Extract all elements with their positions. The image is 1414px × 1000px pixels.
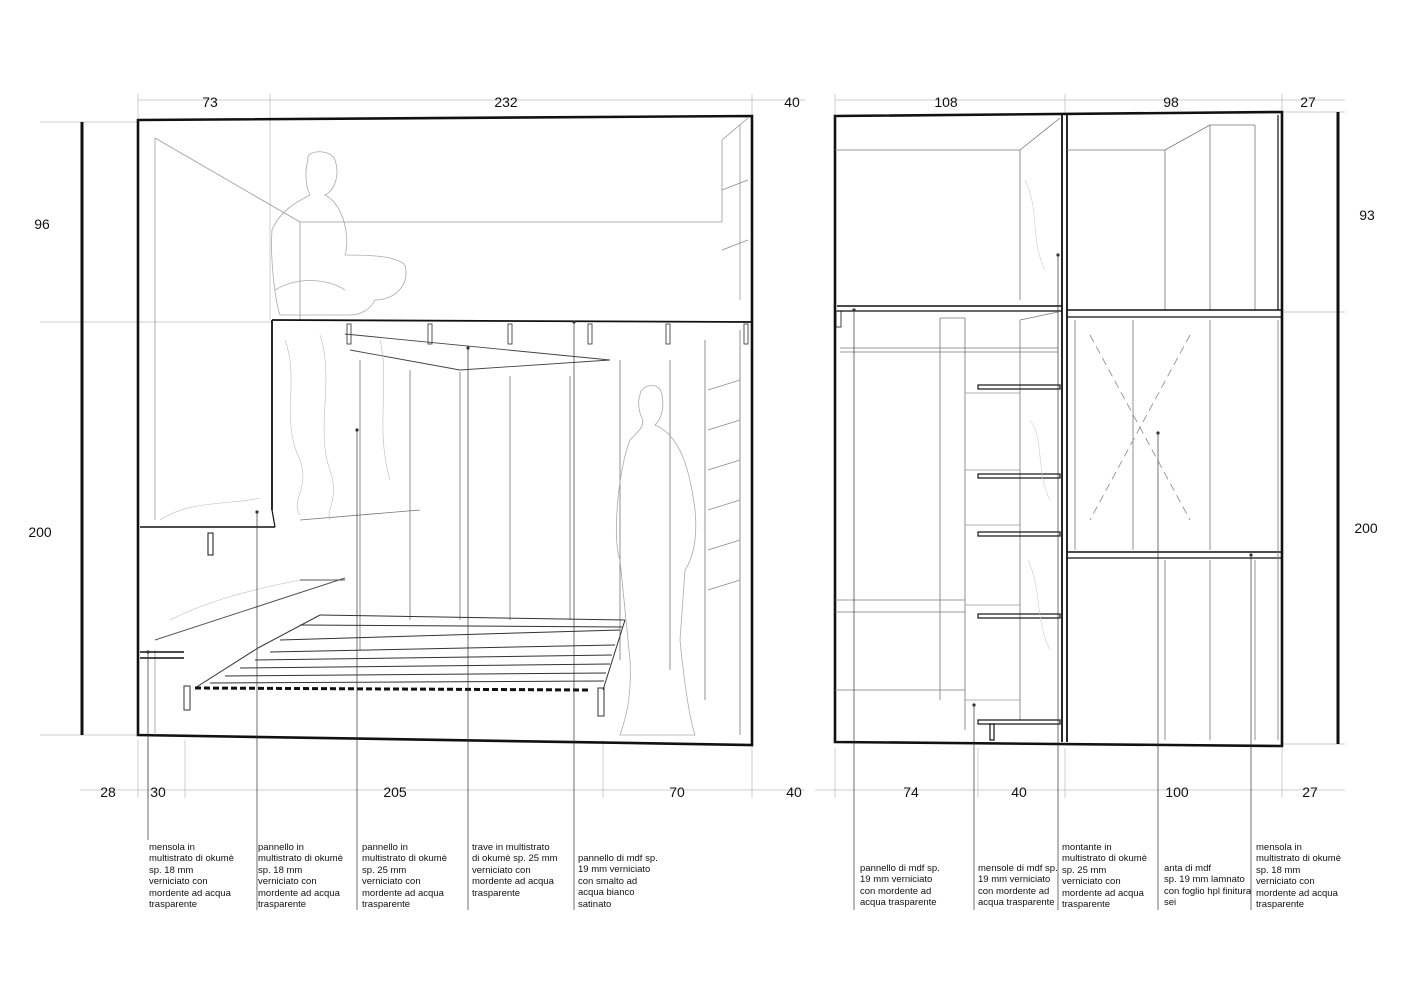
right-leader-dots [852,253,1253,707]
left-elevation [40,94,805,910]
bed-frame [183,614,626,717]
left-room-perspective [154,117,749,735]
dim-bottom-28: 28 [100,784,116,800]
dim-bottom-74: 74 [903,784,919,800]
dim-side-96: 96 [34,216,50,232]
dim-bottom-205: 205 [383,784,407,800]
right-wood-grain [1024,179,1051,651]
wardrobe-shelves [977,384,1061,741]
dim-top-232: 232 [494,94,518,110]
dim-top-27: 27 [1300,94,1316,110]
door-diagonals [1089,334,1191,521]
loft-beams [344,323,749,371]
loft-slab [140,319,753,528]
right-elevation [815,94,1345,910]
note-pannello-mdf-bianco: pannello di mdf sp. 19 mm verniciato con… [578,853,658,910]
dim-bottom-30: 30 [150,784,166,800]
note-mensola-right: mensola in multistrato di okumè sp. 18 m… [1256,842,1342,911]
standing-figure [615,385,697,736]
note-trave: trave in multistrato di okumè sp. 25 mm … [472,842,558,899]
dim-bottom-100: 100 [1165,784,1189,800]
dim-side-93: 93 [1359,207,1375,223]
left-compartment [835,117,1062,730]
dim-bottom-70: 70 [669,784,685,800]
left-dimension-lines [40,94,805,798]
dim-top-40: 40 [784,94,800,110]
dim-side-200: 200 [28,524,52,540]
left-leader-lines [147,322,575,910]
left-shelf-column [707,179,749,591]
dim-top-108: 108 [934,94,958,110]
center-upright [1061,115,1068,742]
left-dimension-labels: 73 232 40 96 200 28 30 205 70 40 [28,94,802,800]
right-outer-frame [833,110,1284,748]
note-mensole-mdf: mensole di mdf sp. 19 mm verniciato con … [978,863,1058,909]
note-mensola-left: mensola in multistrato di okumè sp. 18 m… [149,842,235,911]
dim-side-200-right: 200 [1354,520,1378,536]
right-dimension-lines [815,94,1345,798]
dim-top-98: 98 [1163,94,1179,110]
note-pannello-18: pannello in multistrato di okumè sp. 18 … [258,842,344,911]
right-compartment [1067,115,1282,740]
dim-bottom-40: 40 [786,784,802,800]
dim-top-73: 73 [202,94,218,110]
note-montante: montante in multistrato di okumè sp. 25 … [1062,842,1148,911]
shelf-perspective [965,392,1020,701]
left-back-wall [299,330,741,735]
right-leader-lines [853,255,1252,910]
seated-figure [271,151,407,316]
left-outer-frame [136,114,754,747]
note-anta-mdf: anta di mdf sp. 19 mm lamnato con foglio… [1164,863,1252,909]
left-leader-dots [146,320,576,654]
note-pannello-mdf: pannello di mdf sp. 19 mm verniciato con… [860,863,940,909]
wood-grain [159,334,391,621]
note-pannello-25: pannello in multistrato di okumè sp. 25 … [362,842,448,911]
dim-bottom-27: 27 [1302,784,1318,800]
dim-bottom-40-right: 40 [1011,784,1027,800]
right-dimension-labels: 108 98 27 93 200 74 40 100 27 [903,94,1378,800]
